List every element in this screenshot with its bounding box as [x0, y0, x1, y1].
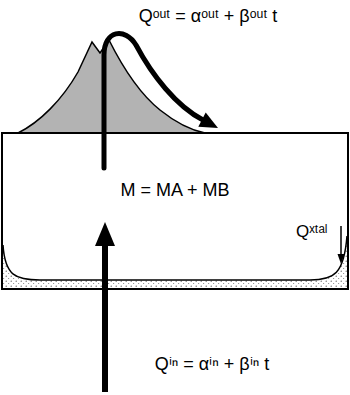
crystal-label: Qˣᵗᵃˡ [296, 222, 328, 242]
outflow-arrow [104, 34, 203, 168]
crystal-arrow [340, 226, 342, 256]
outflow-label: Qᵒᵘᵗ = αᵒᵘᵗ + βᵒᵘᵗ t [139, 6, 278, 28]
inflow-label: Qⁱⁿ = αⁱⁿ + βⁱⁿ t [155, 354, 270, 376]
chamber-mass-label: M = MA + MB [120, 180, 229, 202]
crystal-layer [3, 236, 347, 289]
inflow-arrowhead [95, 222, 115, 246]
inflow-arrow [102, 242, 108, 392]
outflow-arrowhead [198, 113, 218, 128]
volcano [18, 40, 205, 133]
magma-chamber: M = MA + MB [1, 132, 349, 290]
crystal-arrowhead [338, 254, 345, 264]
crystal-boundary [3, 236, 347, 280]
